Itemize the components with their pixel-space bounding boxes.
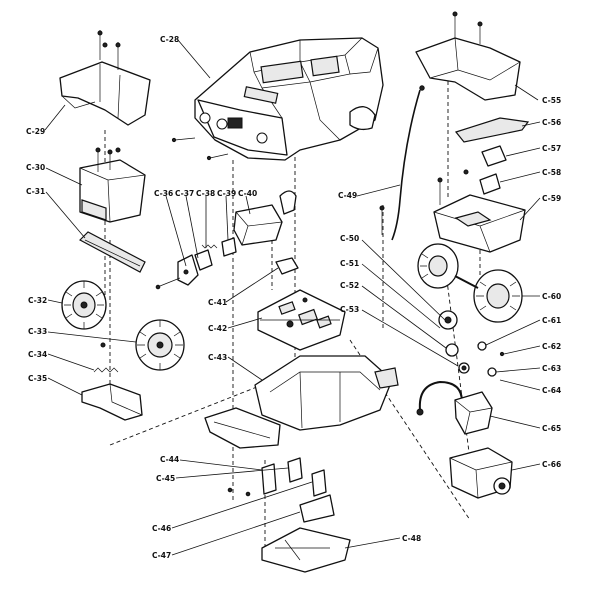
callout-c55: C-55 — [542, 96, 561, 105]
part-c30-gearbox — [79, 147, 146, 223]
part-c41-block — [275, 257, 299, 275]
callout-c45: C-45 — [156, 474, 175, 483]
part-c66-rear-chassis — [449, 447, 513, 499]
callout-c51: C-51 — [340, 259, 359, 268]
part-c32-wheel — [61, 280, 107, 330]
callout-c61: C-61 — [542, 316, 561, 325]
jeep-body — [171, 37, 384, 161]
callout-c28: C-28 — [160, 35, 179, 44]
callout-c37: C-37 — [175, 189, 194, 198]
part-c35-bracket — [81, 383, 143, 421]
part-c34-spring — [93, 342, 119, 373]
callout-c57: C-57 — [542, 144, 561, 153]
part-c43-chassis — [204, 355, 399, 449]
callout-c48: C-48 — [402, 534, 421, 543]
callout-c31: C-31 — [26, 187, 45, 196]
callout-c44: C-44 — [160, 455, 179, 464]
part-c60-wheels-axle — [417, 243, 523, 323]
callout-c38: C-38 — [196, 189, 215, 198]
leader-lines — [44, 39, 541, 556]
parts-c36-c40-linkage — [155, 190, 297, 290]
callout-c52: C-52 — [340, 281, 359, 290]
callout-labels: C-28 C-29 C-30 C-31 C-32 C-33 C-34 C-35 … — [26, 35, 561, 560]
callout-c33: C-33 — [28, 327, 47, 336]
callout-c39: C-39 — [217, 189, 236, 198]
callout-c58: C-58 — [542, 168, 561, 177]
callout-c41: C-41 — [208, 298, 227, 307]
callout-c42: C-42 — [208, 324, 227, 333]
part-c49-antenna — [379, 85, 425, 241]
part-c56-bar — [454, 117, 530, 143]
callout-c59: C-59 — [542, 194, 561, 203]
callout-c29: C-29 — [26, 127, 45, 136]
callout-c30: C-30 — [26, 163, 45, 172]
callout-c64: C-64 — [542, 386, 561, 395]
parts-c44-c47-clips — [227, 457, 335, 523]
callout-c35: C-35 — [28, 374, 47, 383]
callout-c63: C-63 — [542, 364, 561, 373]
parts-c61-c64-small — [477, 341, 505, 377]
callout-c50: C-50 — [340, 234, 359, 243]
part-c29-cover — [59, 30, 151, 126]
part-c65-motor — [416, 380, 493, 435]
callout-c47: C-47 — [152, 551, 171, 560]
part-c59-rear-housing — [433, 194, 526, 253]
callout-c60: C-60 — [542, 292, 561, 301]
callout-c65: C-65 — [542, 424, 561, 433]
callout-c34: C-34 — [28, 350, 47, 359]
callout-c53: C-53 — [340, 305, 359, 314]
callout-c32: C-32 — [28, 296, 47, 305]
part-c31-bar — [79, 231, 146, 273]
callout-c40: C-40 — [238, 189, 257, 198]
part-c48-base-plate — [261, 527, 351, 573]
callout-c56: C-56 — [542, 118, 561, 127]
callout-c62: C-62 — [542, 342, 561, 351]
callout-c36: C-36 — [154, 189, 173, 198]
callout-c49: C-49 — [338, 191, 357, 200]
callout-c46: C-46 — [152, 524, 171, 533]
part-c55-rear-cover — [415, 11, 521, 101]
callout-c66: C-66 — [542, 460, 561, 469]
part-c42-circuit-board — [257, 289, 346, 351]
part-c33-wheel — [135, 319, 185, 371]
parts-c57-c58-blocks — [437, 145, 507, 205]
callout-c43: C-43 — [208, 353, 227, 362]
